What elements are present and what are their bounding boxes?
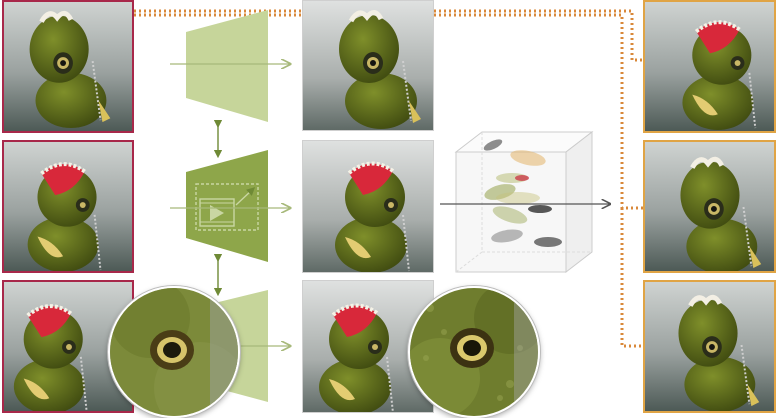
dotted-third-line [620, 208, 643, 348]
forward-arrows [170, 64, 290, 346]
output-frame-2 [643, 140, 776, 273]
output-frame-1 [643, 0, 776, 133]
input-frame-1 [2, 0, 134, 133]
encoder-top [186, 10, 268, 122]
encoder-mid [186, 150, 268, 262]
output-frame-3 [643, 280, 776, 413]
dotted-second-line [134, 13, 643, 210]
render-frame-1 [302, 0, 434, 131]
zoom-inset-input [108, 286, 240, 418]
gaussian-splats [483, 139, 562, 247]
zoom-inset-render [408, 286, 540, 418]
gaussian-cube-icon [454, 130, 594, 274]
render-frame-2 [302, 140, 434, 273]
input-frame-2 [2, 140, 134, 273]
video-frame-icon [195, 183, 259, 231]
dotted-connectors [134, 9, 643, 348]
